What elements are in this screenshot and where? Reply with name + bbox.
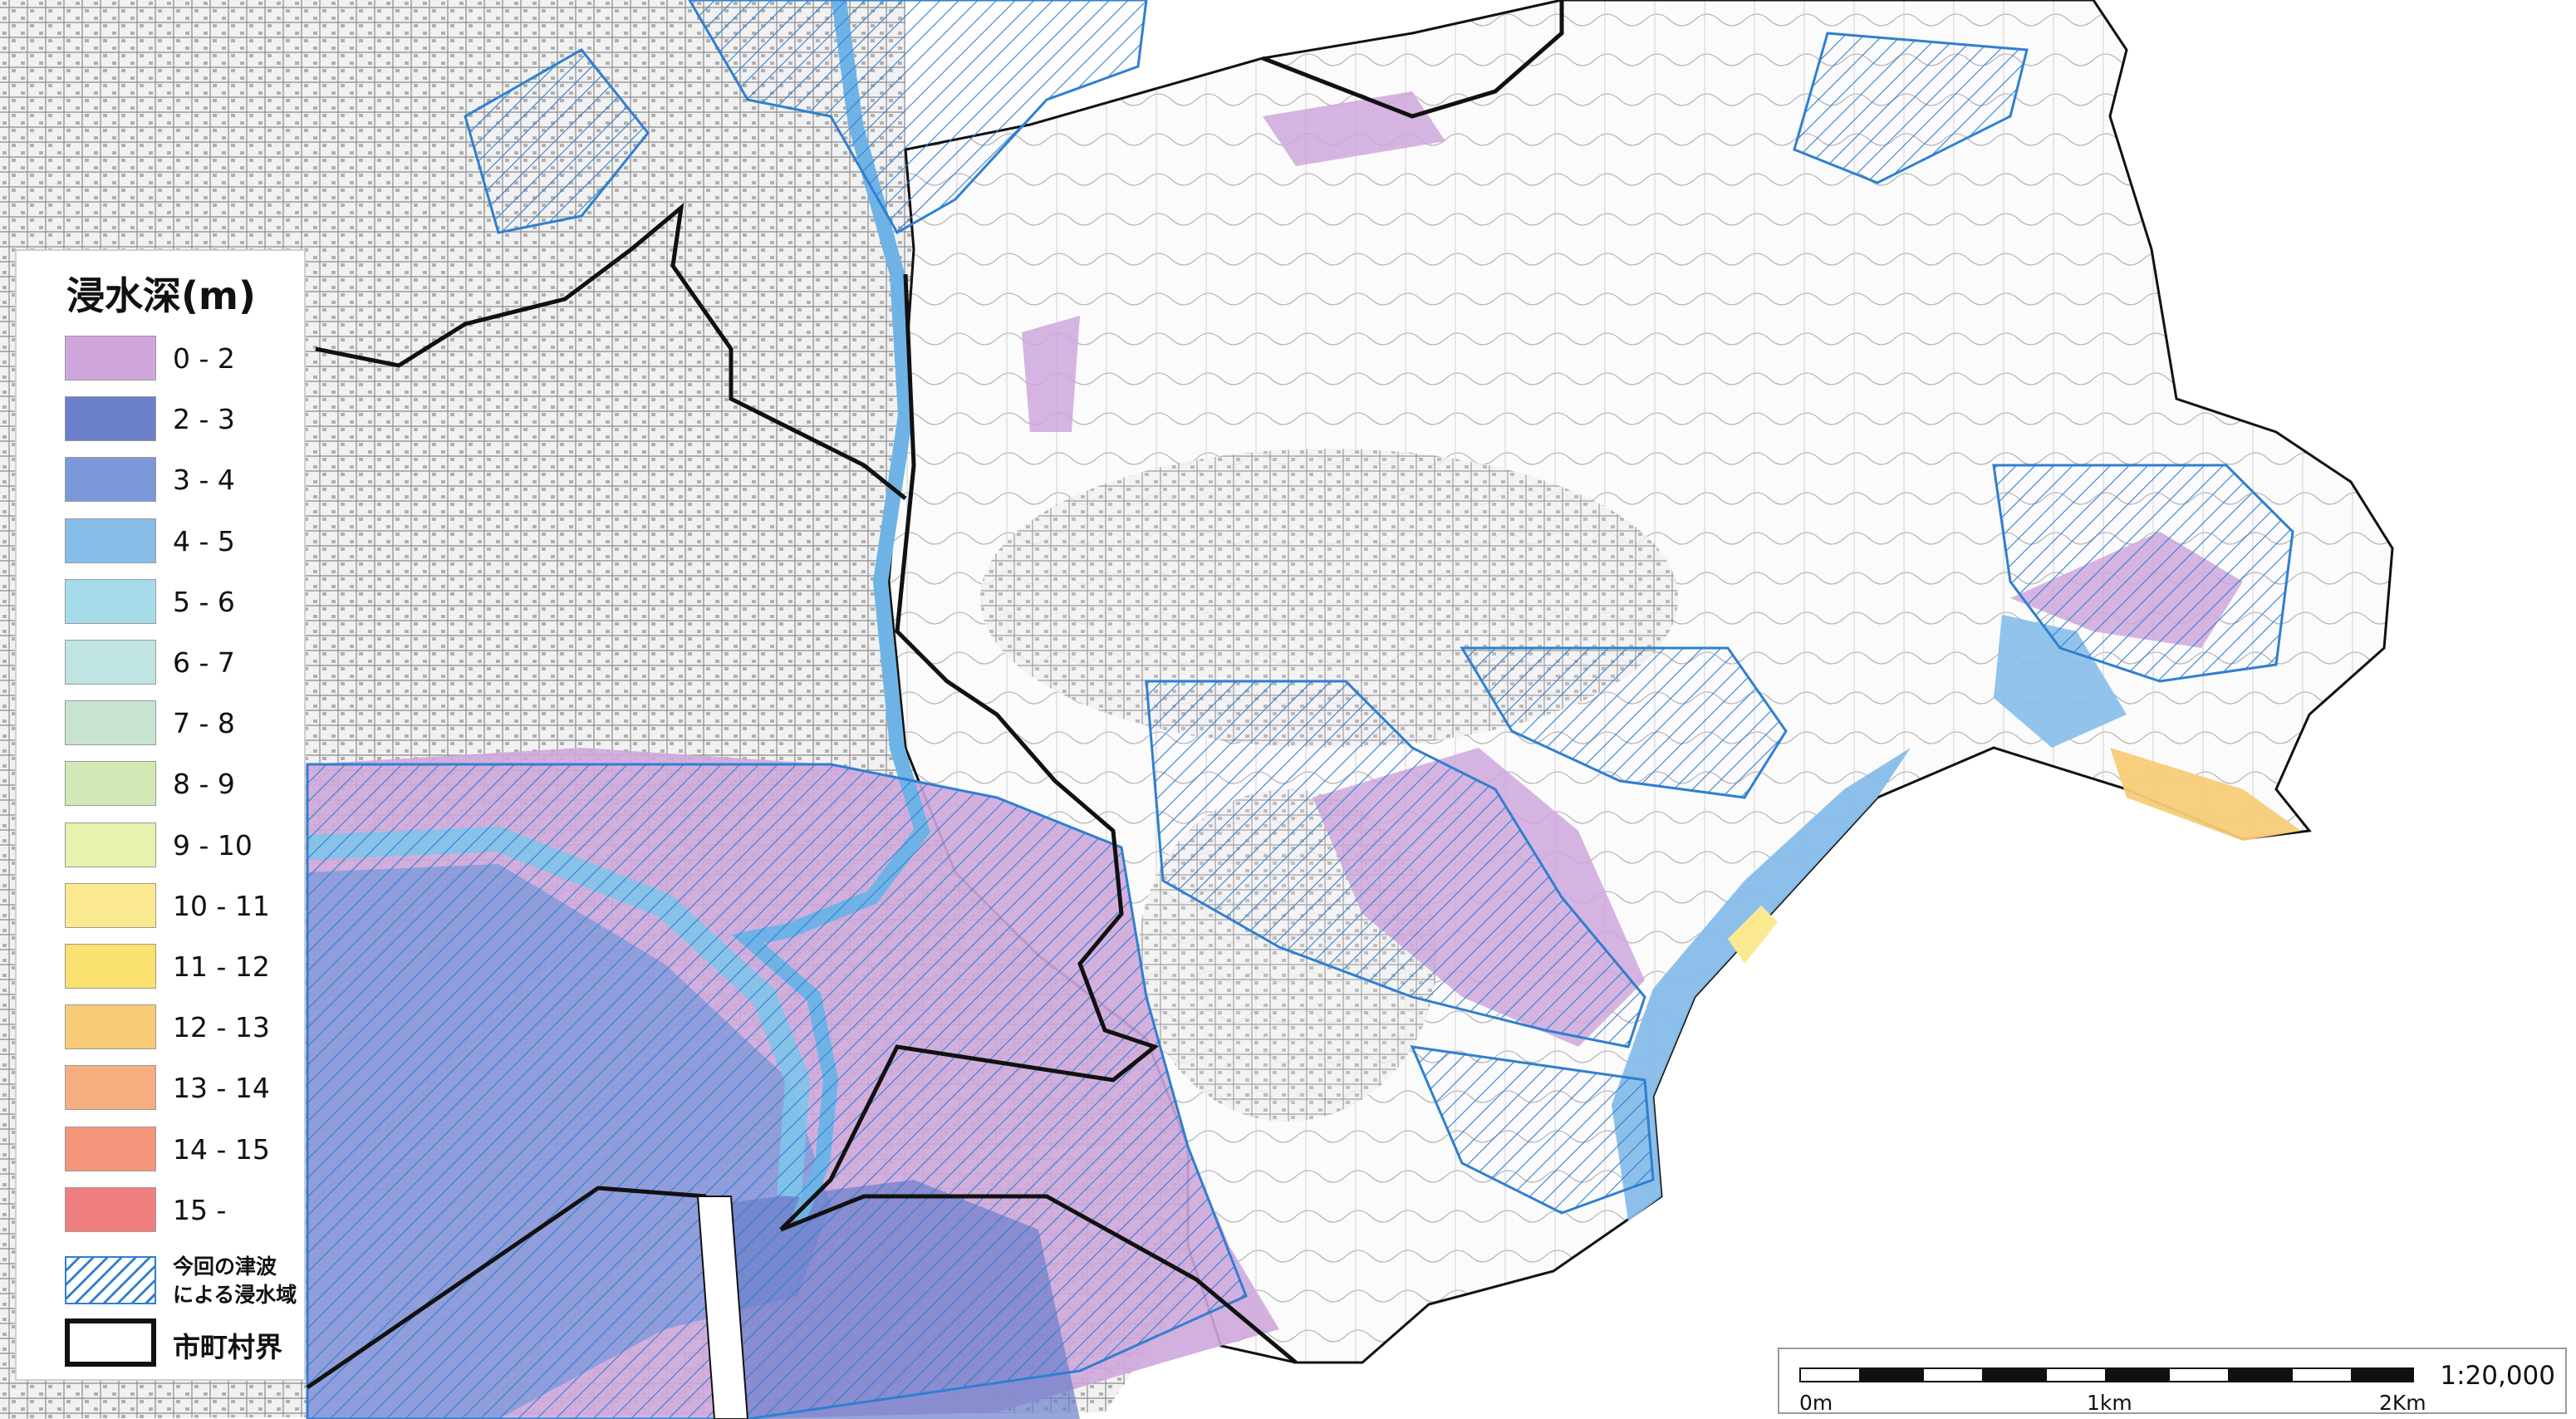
boundary-main: [779, 273, 1160, 1231]
legend-label: 7 - 8: [173, 707, 235, 740]
legend-label: 8 - 9: [173, 768, 235, 801]
legend-swatch: [65, 457, 156, 503]
scale-segment: [1799, 1367, 1861, 1382]
scale-segment: [2353, 1367, 2414, 1382]
legend-swatch: [65, 882, 156, 928]
boundary-swatch: [65, 1318, 156, 1367]
hatch-north-left: [464, 48, 650, 234]
legend-row: 3 - 4: [65, 457, 297, 503]
boundary-coast: [1262, 0, 1564, 119]
boundary-south: [780, 1194, 1298, 1364]
inundation-4-5-bay: [1994, 615, 2127, 748]
legend-row: 10 - 11: [65, 882, 297, 930]
legend-row: 8 - 9: [65, 761, 297, 808]
legend-panel: 浸水深(m) 0 - 2 2 - 3 3 - 4 4 - 5 5 - 6 6 - 7 7 -…: [15, 249, 306, 1381]
legend-title: 浸水深(m): [66, 273, 256, 318]
legend-label: 15 -: [173, 1193, 227, 1226]
legend-label: 5 - 6: [173, 585, 235, 618]
scale-segment: [2291, 1367, 2353, 1382]
legend-swatch: [65, 944, 156, 989]
legend-swatch: [65, 336, 156, 381]
hatch-central-north: [1460, 646, 1788, 799]
legend-label: 3 - 4: [173, 464, 235, 497]
legend-label: 11 - 12: [173, 950, 270, 983]
scale-segment: [1922, 1367, 1984, 1382]
legend-row: 5 - 6: [65, 578, 297, 626]
legend-row: 15 -: [65, 1186, 297, 1234]
legend-swatch: [65, 640, 156, 685]
scale-segment: [1861, 1367, 1922, 1382]
legend-row: 11 - 12: [65, 944, 297, 990]
legend-label: 9 - 10: [173, 828, 253, 862]
hatch-east-fields: [1793, 32, 2029, 184]
scale-label-end: 2Km: [2379, 1391, 2426, 1415]
legend-row: 0 - 2: [65, 336, 297, 382]
legend-swatch: [65, 396, 156, 442]
pier: [696, 1196, 749, 1419]
inundation-coast-yellow: [1728, 906, 1778, 964]
municipal-boundaries: [306, 0, 1564, 1390]
hatch-south-coast: [1410, 1045, 1655, 1215]
inundation-coast-outer: [2110, 748, 2301, 841]
hatch-swatch: [65, 1256, 156, 1304]
legend-swatch: [65, 761, 156, 807]
legend-label: 0 - 2: [173, 342, 235, 375]
hatch-southwest: [306, 763, 1248, 1419]
scale-label-start: 0m: [1799, 1391, 1833, 1415]
scale-label-mid: 1km: [2087, 1391, 2132, 1415]
legend-swatch: [65, 1126, 156, 1171]
legend-label: 4 - 5: [173, 524, 235, 557]
legend-swatch: [65, 518, 156, 563]
legend-swatch: [65, 1186, 156, 1232]
legend-label: 2 - 3: [173, 403, 235, 436]
hatch-north-river: [688, 0, 1148, 235]
legend-swatch: [65, 700, 156, 746]
tsunami-inundation-areas: [306, 0, 2294, 1419]
legend-row: 6 - 7: [65, 640, 297, 686]
boundary-west: [315, 202, 907, 500]
legend-swatch: [65, 1004, 156, 1050]
legend-swatch: [65, 1065, 156, 1111]
boundary-southwest: [306, 1186, 707, 1390]
legend-swatch: [65, 822, 156, 867]
legend-row: 9 - 10: [65, 822, 297, 869]
legend-row: 13 - 14: [65, 1065, 297, 1112]
legend-row: 7 - 8: [65, 700, 297, 747]
scale-segment: [2107, 1367, 2168, 1382]
boundary-label: 市町村界: [173, 1331, 282, 1363]
scale-segment: [2230, 1367, 2291, 1382]
scale-segment: [1984, 1367, 2045, 1382]
hatch-label: 今回の津波 による浸水域: [173, 1253, 297, 1309]
legend-label: 10 - 11: [173, 889, 270, 922]
legend-swatch: [65, 578, 156, 624]
legend-row: 14 - 15: [65, 1126, 297, 1173]
scale-segment: [2168, 1367, 2230, 1382]
hatch-label-line1: 今回の津波: [173, 1255, 277, 1279]
legend-row: 12 - 13: [65, 1004, 297, 1051]
scale-segment: [2045, 1367, 2107, 1382]
scale-ratio: 1:20,000: [2440, 1361, 2555, 1391]
legend-hatch-row: 今回の津波 による浸水域: [65, 1255, 297, 1307]
legend-boundary-row: 市町村界: [65, 1318, 297, 1367]
legend-label: 13 - 14: [173, 1072, 270, 1105]
legend-label: 6 - 7: [173, 646, 235, 679]
scale-bar: 0m 1km 2Km 1:20,000: [1778, 1348, 2567, 1415]
hatch-east-bay: [1992, 464, 2294, 683]
legend-row: 2 - 3: [65, 396, 297, 443]
hatch-label-line2: による浸水域: [173, 1283, 297, 1307]
legend-label: 12 - 13: [173, 1011, 270, 1044]
legend-label: 14 - 15: [173, 1132, 270, 1166]
legend-row: 4 - 5: [65, 518, 297, 565]
inundation-0-2-north: [1022, 316, 1080, 432]
hatch-central-fields: [1145, 680, 1646, 1048]
